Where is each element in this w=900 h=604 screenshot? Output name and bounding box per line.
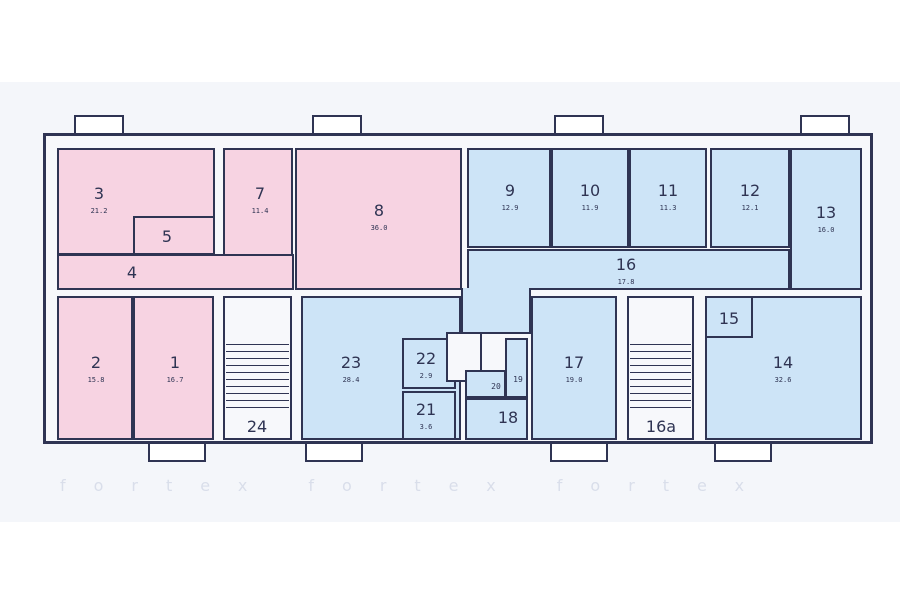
room-label: 16a: [645, 417, 677, 436]
room-1[interactable]: [133, 296, 214, 440]
room-17[interactable]: [531, 296, 617, 440]
room-11[interactable]: [629, 148, 707, 248]
room-18[interactable]: [465, 398, 528, 440]
window: [148, 442, 206, 462]
staircase: [630, 338, 691, 412]
room-20[interactable]: [465, 370, 506, 398]
room-12[interactable]: [710, 148, 790, 248]
window: [305, 442, 363, 462]
room-label: 19: [513, 375, 523, 384]
window: [74, 115, 124, 135]
room-19[interactable]: [505, 338, 528, 398]
room-9[interactable]: [467, 148, 551, 248]
window: [554, 115, 604, 135]
room-label: 4: [126, 263, 138, 282]
room-7[interactable]: [223, 148, 293, 256]
room-13[interactable]: [790, 148, 862, 290]
room-2[interactable]: [57, 296, 133, 440]
room-label: 24: [246, 417, 268, 436]
watermark: fortex fortex fortex: [60, 476, 773, 495]
window: [800, 115, 850, 135]
room-8[interactable]: [295, 148, 462, 290]
room-label: 20: [491, 382, 501, 391]
room-16-corridor[interactable]: [467, 249, 790, 290]
room-4-corridor[interactable]: [57, 254, 294, 290]
room-label: 15: [718, 309, 740, 328]
window: [550, 442, 608, 462]
window: [312, 115, 362, 135]
corridor-extension: [461, 288, 531, 334]
room-15[interactable]: [705, 296, 753, 338]
room-5[interactable]: [133, 216, 215, 255]
room-10[interactable]: [551, 148, 629, 248]
room-label: 18: [497, 408, 519, 427]
window: [714, 442, 772, 462]
room-21[interactable]: [402, 391, 456, 440]
staircase: [226, 338, 289, 412]
room-label: 5: [161, 227, 173, 246]
